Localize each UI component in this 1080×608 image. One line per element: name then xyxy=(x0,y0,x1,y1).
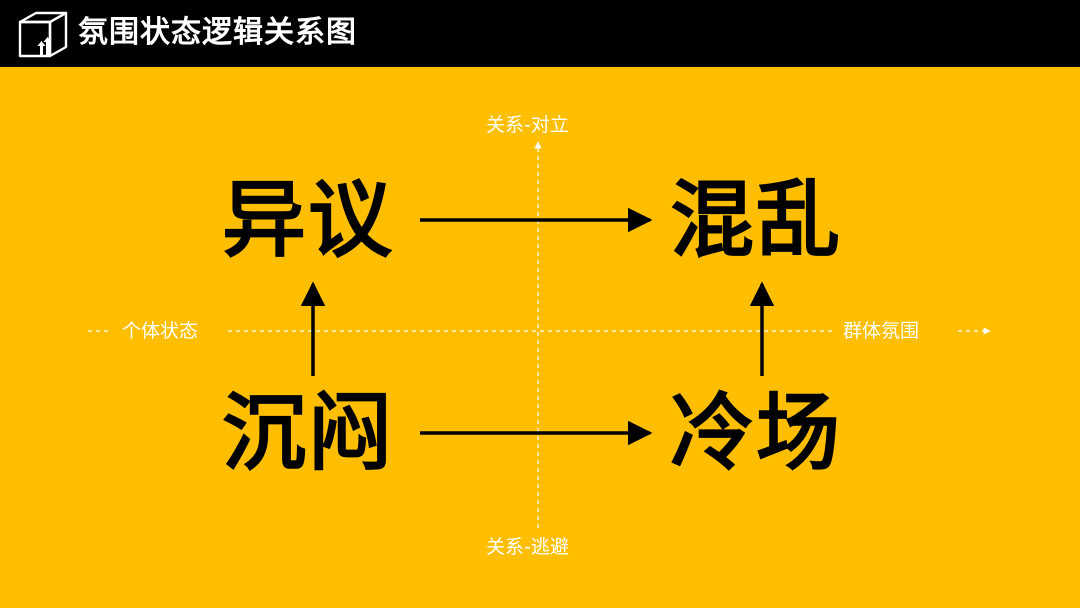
state-bottom-left: 沉闷 xyxy=(222,383,395,482)
axis-label-left: 个体状态 xyxy=(122,320,199,342)
axis-label-right: 群体氛围 xyxy=(843,320,920,342)
header-bar: 氛围状态逻辑关系图 xyxy=(0,0,1080,67)
state-top-right: 混乱 xyxy=(670,170,843,269)
cube-growth-icon xyxy=(18,11,68,58)
page-title: 氛围状态逻辑关系图 xyxy=(78,15,357,50)
state-bottom-right: 冷场 xyxy=(670,383,843,482)
axis-label-top: 关系-对立 xyxy=(486,114,569,136)
state-top-left: 异议 xyxy=(222,170,395,269)
axis-label-bottom: 关系-逃避 xyxy=(486,536,569,558)
